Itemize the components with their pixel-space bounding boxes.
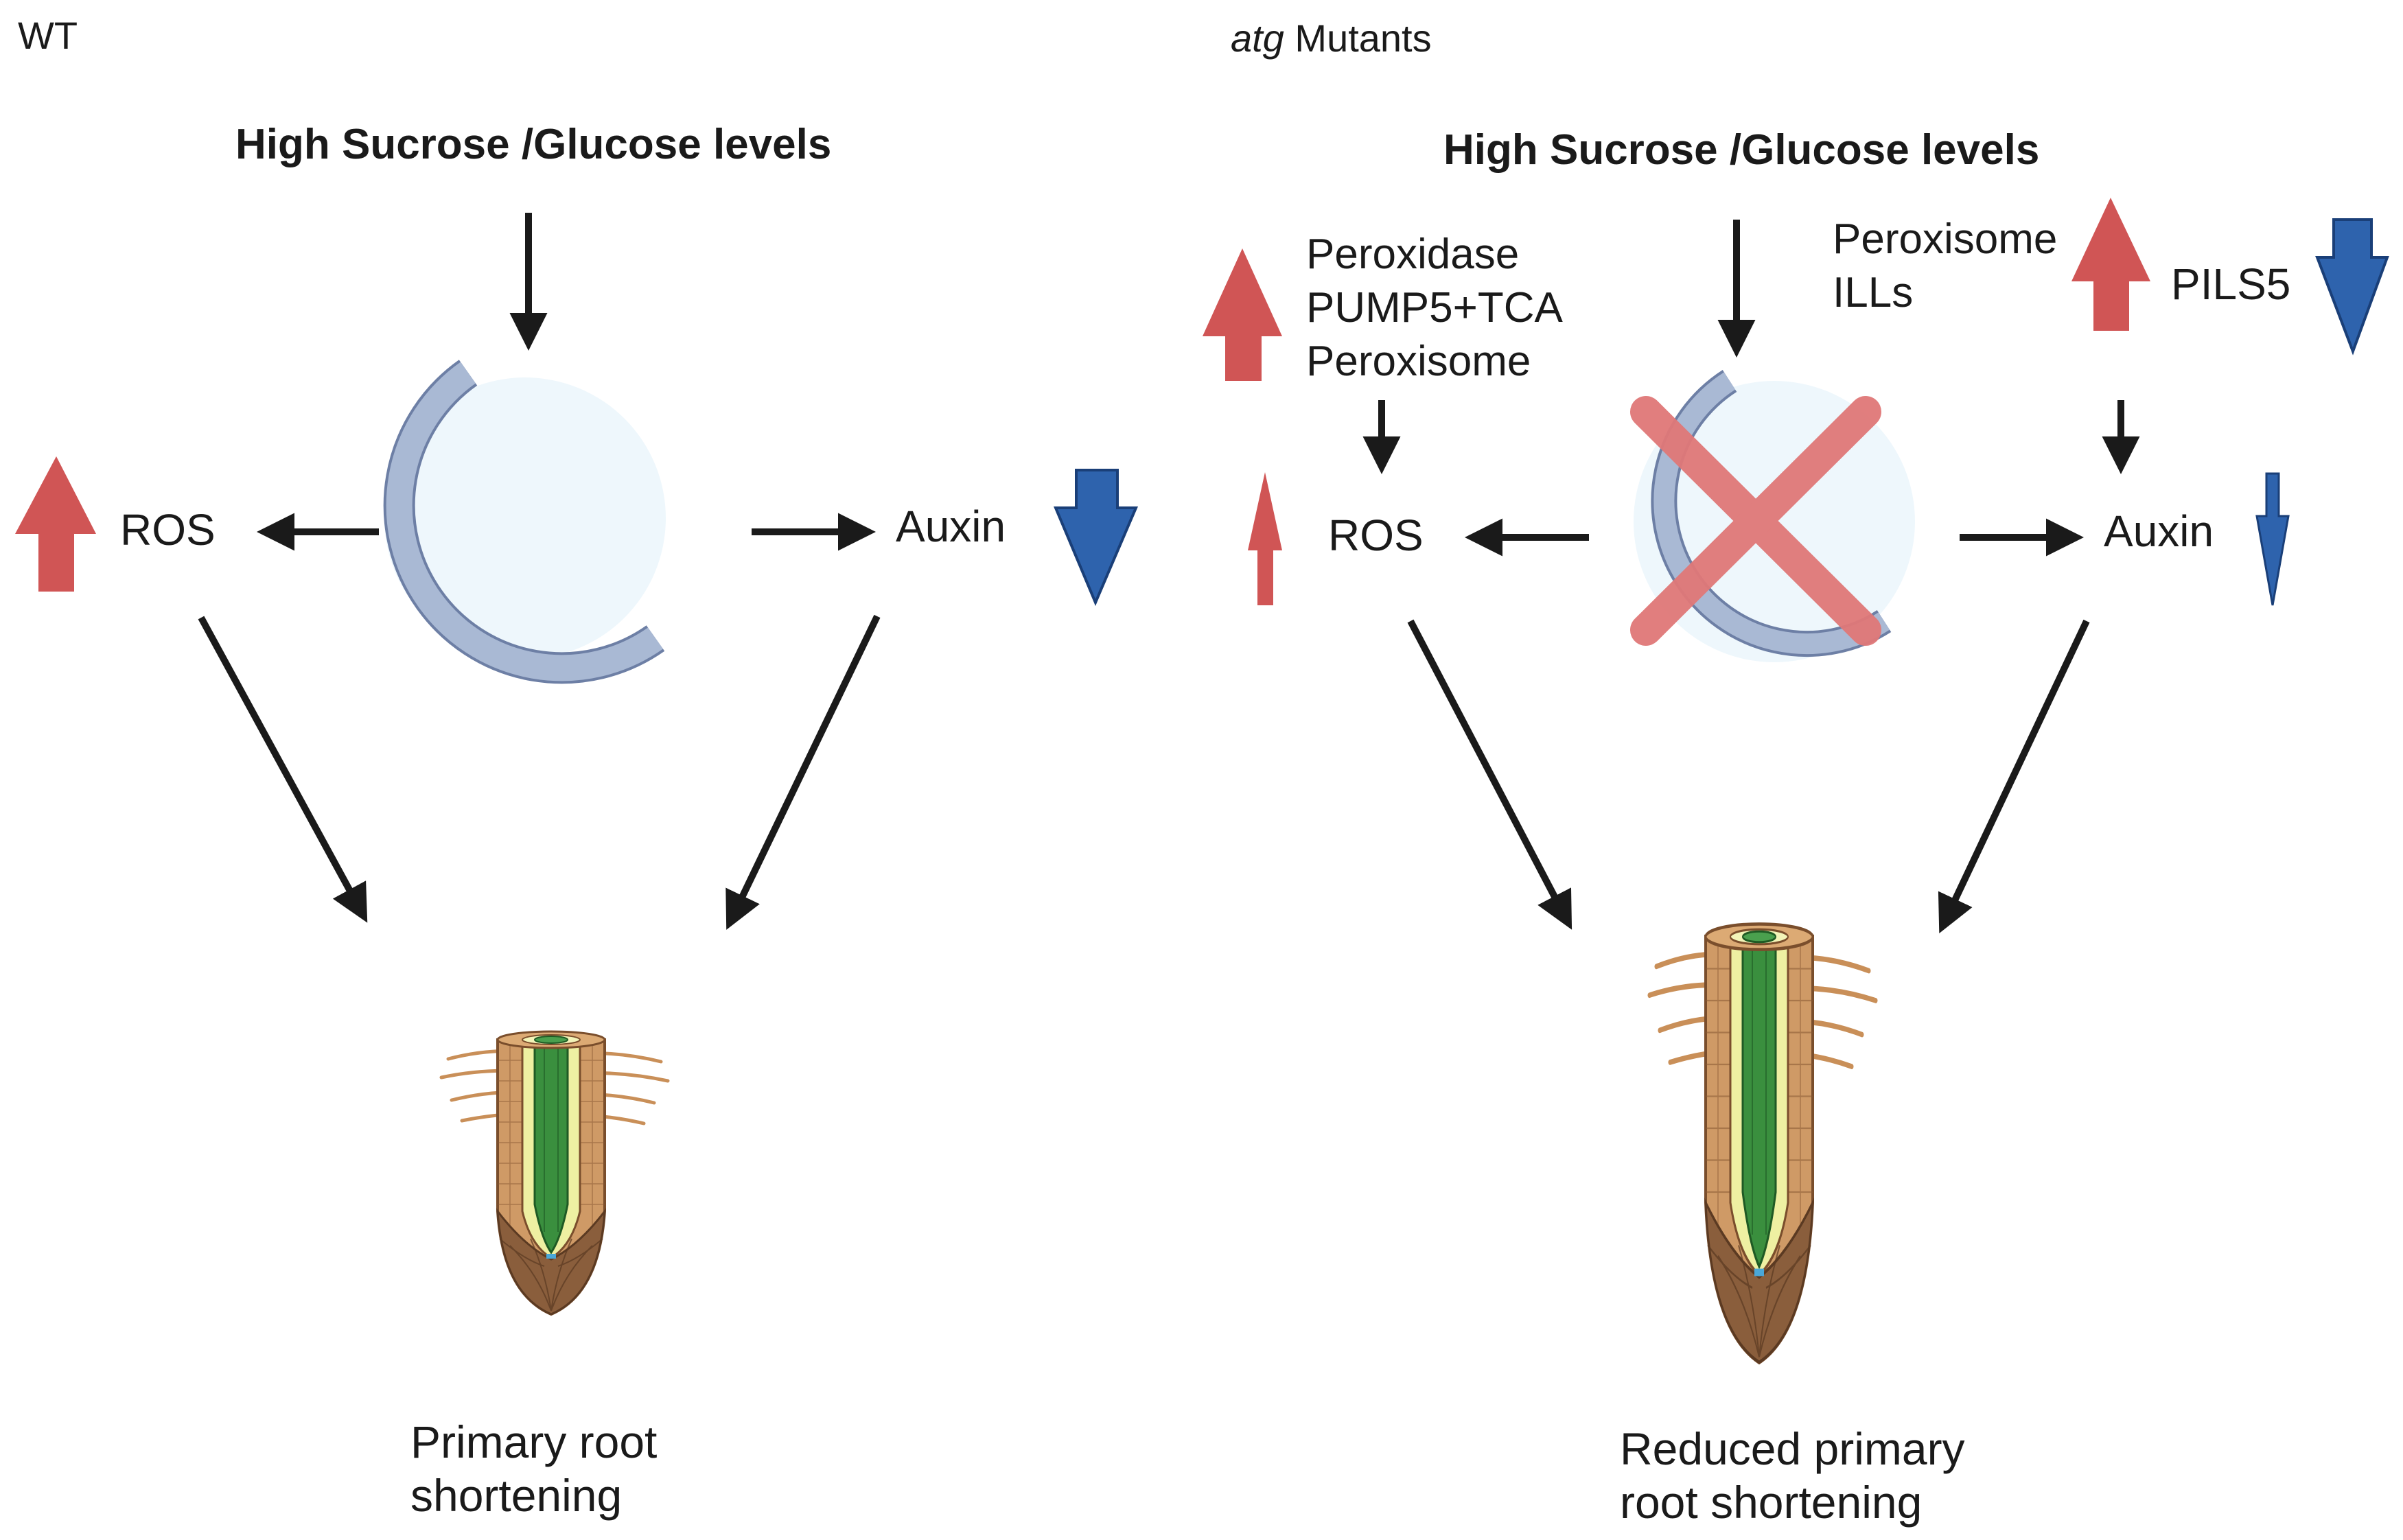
mutant-root-tip-icon: [1649, 924, 1876, 1362]
mutant-ros-label: ROS: [1328, 511, 1424, 560]
wt-auxin-down-arrow-icon: [1053, 469, 1139, 607]
wt-outcome-label: Primary root shortening: [410, 1416, 658, 1521]
mutant-cross-icon: [1630, 396, 1881, 646]
mutant-outcome-label: Reduced primary root shortening: [1620, 1423, 1965, 1528]
mutant-panel-label-rest: Mutants: [1284, 16, 1432, 60]
wt-auxin-label: Auxin: [896, 502, 1006, 551]
mutant-ros-inputs-up-arrow-icon: [1203, 248, 1282, 381]
mutant-pils5-label: PILS5: [2171, 259, 2291, 309]
wt-ros-label: ROS: [120, 505, 216, 555]
wt-autophagosome-icon: [383, 360, 666, 684]
mutant-pils5-down-arrow-icon: [2315, 218, 2389, 355]
wt-panel-label: WT: [18, 14, 78, 57]
wt-root-tip-icon: [441, 1031, 668, 1314]
mutant-ros-up-arrow-icon: [1248, 472, 1282, 605]
mutant-ros-to-root-arrow: [1407, 619, 1572, 930]
mutant-auxin-down-arrow-icon: [2255, 472, 2290, 606]
mutant-auxin-inputs-up-arrow-icon: [2071, 198, 2150, 331]
mutant-panel-label-italic: atg: [1231, 16, 1284, 60]
mutant-auxin-inputs-label: Peroxisome ILLs: [1833, 215, 2058, 316]
wt-auxin-to-root-arrow: [725, 614, 881, 930]
wt-ros-to-root-arrow: [198, 616, 368, 923]
mutant-panel-label: atg Mutants: [1231, 19, 1432, 58]
mutant-auxin-to-root-arrow: [1938, 619, 2090, 933]
mutant-heading: High Sucrose /Glucose levels: [1443, 126, 2040, 174]
mutant-auxin-label: Auxin: [2104, 506, 2214, 556]
wt-heading: High Sucrose /Glucose levels: [235, 121, 832, 168]
wt-ros-up-arrow-icon: [15, 456, 96, 592]
mutant-ros-inputs-label: Peroxidase PUMP5+TCA Peroxisome: [1306, 231, 1563, 385]
